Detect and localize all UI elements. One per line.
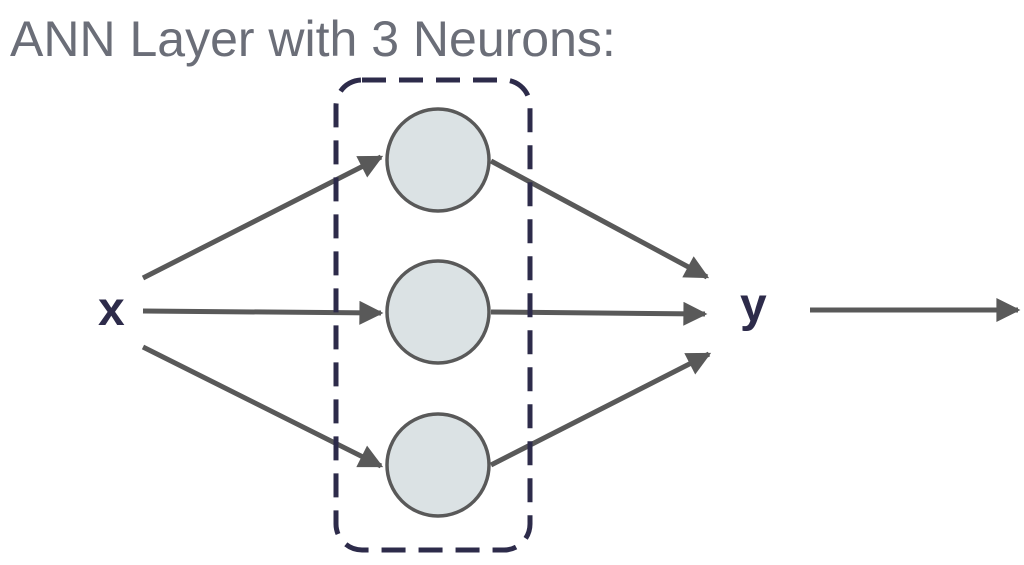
neuron-2 xyxy=(385,259,491,365)
output-arrow-bottom xyxy=(489,351,712,468)
input-arrow-top xyxy=(141,154,384,281)
output-connections xyxy=(489,158,1021,468)
neuron-1 xyxy=(385,107,491,213)
neuron-3 xyxy=(385,412,491,518)
diagram-title: ANN Layer with 3 Neurons: xyxy=(10,11,616,67)
input-label-x: x xyxy=(98,283,125,336)
output-arrow-middle xyxy=(490,301,708,326)
input-connections xyxy=(141,154,384,469)
layer-boundary-box xyxy=(333,77,533,553)
output-label-y: y xyxy=(740,279,767,332)
output-arrow-top xyxy=(489,158,710,280)
input-arrow-bottom xyxy=(141,344,384,469)
neurons xyxy=(385,107,491,518)
input-arrow-middle xyxy=(142,300,384,325)
